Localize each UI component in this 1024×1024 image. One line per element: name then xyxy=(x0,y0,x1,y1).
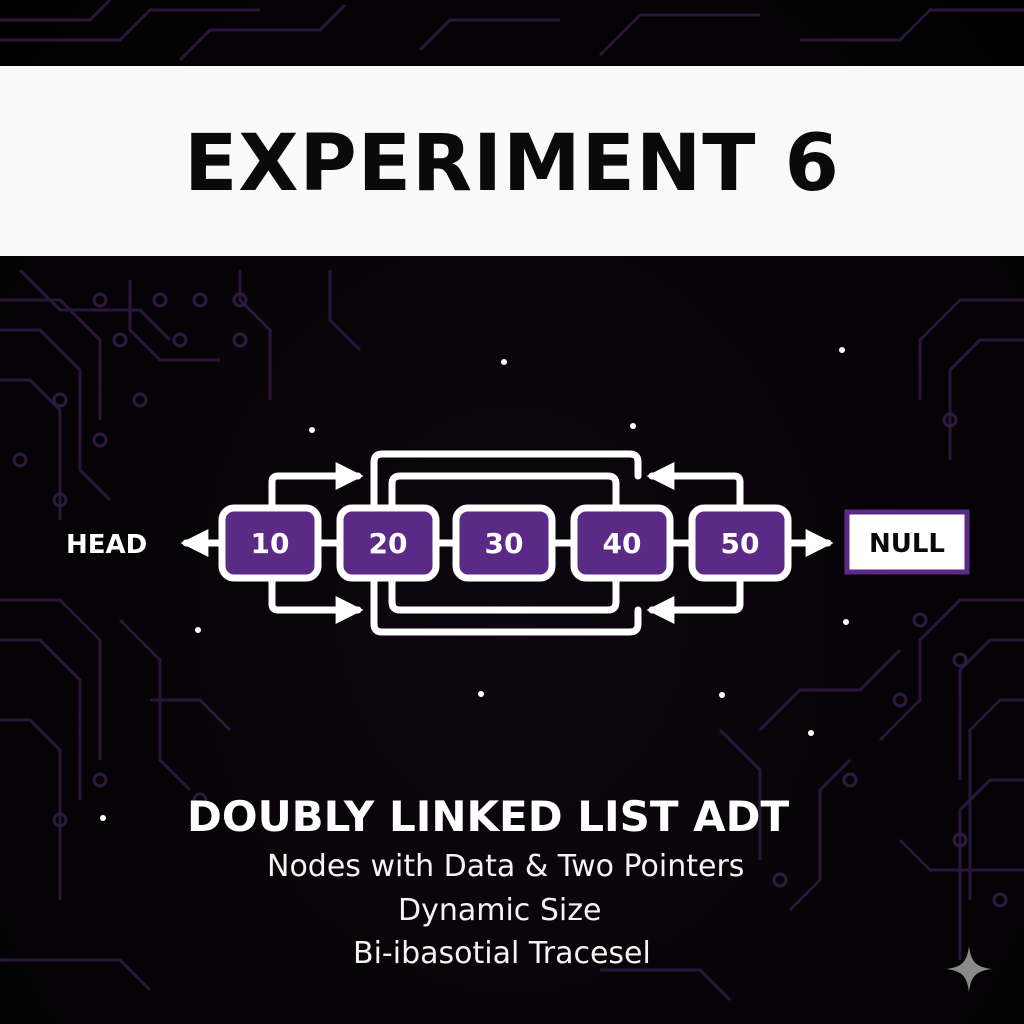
feature-line: Bi-ibasotial Tracesel xyxy=(353,936,651,971)
feature-line: Nodes with Data & Two Pointers xyxy=(267,849,745,884)
subtitle: DOUBLY LINKED LIST ADT xyxy=(187,792,790,841)
node-value: 30 xyxy=(485,527,524,560)
feature-line: Dynamic Size xyxy=(398,893,602,928)
title-banner: EXPERIMENT 6 xyxy=(0,66,1024,256)
list-node: 30 xyxy=(452,504,556,582)
sparkle-icon xyxy=(946,946,992,992)
list-node: 50 xyxy=(688,504,792,582)
pointer-links xyxy=(268,450,744,636)
node-value: 10 xyxy=(251,527,290,560)
null-label: NULL xyxy=(869,529,945,559)
node-group: 10 20 30 40 50 xyxy=(218,504,792,582)
head-label: HEAD xyxy=(66,530,147,560)
list-node: 40 xyxy=(570,504,674,582)
list-node: 20 xyxy=(336,504,440,582)
node-value: 40 xyxy=(603,527,642,560)
node-value: 20 xyxy=(369,527,408,560)
page-title: EXPERIMENT 6 xyxy=(184,119,840,209)
null-terminator: NULL xyxy=(844,509,970,575)
node-value: 50 xyxy=(721,527,760,560)
list-node: 10 xyxy=(218,504,322,582)
